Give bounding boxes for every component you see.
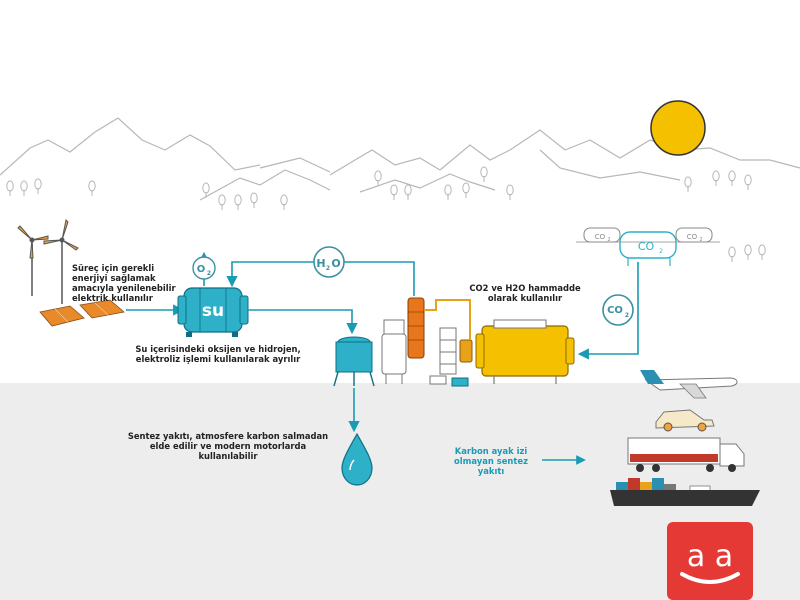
- o2-text: O: [197, 264, 206, 275]
- co2-tank-label: CO: [638, 240, 655, 253]
- label-energy: Süreç için gerekli enerjiyi sağlamak ama…: [72, 263, 176, 303]
- label-electrolysis: Su içerisindeki oksijen ve hidrojen, ele…: [135, 344, 301, 364]
- co2-circle-sub: 2: [625, 312, 629, 319]
- label-raw-material: CO2 ve H2O hammadde olarak kullanılır: [469, 283, 581, 303]
- solar-panel-icon: [39, 299, 125, 327]
- car-icon: [655, 409, 715, 432]
- co2-circle-text: CO: [607, 305, 623, 316]
- ship-icon: [610, 478, 760, 506]
- water-tank: [177, 287, 249, 337]
- wind-turbine-icon: [17, 218, 79, 304]
- o2-circle: [192, 256, 216, 280]
- fuel-synthesis-tank: [475, 319, 575, 384]
- label-carbon-free: Karbon ayak izi olmayan sentez yakıtı: [454, 446, 528, 476]
- label-synthetic-fuel: Sentez yakıtı, atmosfere karbon salmadan…: [127, 431, 329, 461]
- h2o-h: H: [316, 257, 325, 270]
- logo-text: a a: [687, 539, 733, 574]
- airplane-icon: [640, 370, 738, 399]
- h2o-circle: [313, 246, 345, 278]
- co2-small-left: CO: [595, 233, 606, 241]
- water-drop-icon: [341, 432, 373, 486]
- brand-logo: [667, 522, 753, 600]
- co2-tank-sub: 2: [659, 248, 663, 255]
- tank-label: su: [202, 301, 224, 321]
- h2o-o: O: [331, 257, 340, 270]
- flow-arrow-co2: [577, 262, 639, 360]
- electrolysis-unit: [333, 336, 375, 387]
- co2-small-right: CO: [687, 233, 698, 241]
- h2o-sub: 2: [326, 265, 330, 272]
- truck-icon: [627, 437, 745, 472]
- mountain-range: [0, 117, 800, 201]
- co2-small-left-sub: 2: [607, 237, 610, 243]
- sun-icon: [650, 100, 706, 156]
- o2-sub: 2: [207, 270, 211, 277]
- co2-circle: [602, 294, 634, 326]
- co2-small-right-sub: 2: [699, 237, 702, 243]
- tree-row: [6, 166, 766, 262]
- flow-arrow-to-reactor: [248, 309, 358, 335]
- co2-storage: [576, 227, 720, 266]
- processing-plant: [381, 319, 469, 387]
- distillation-column: [407, 297, 473, 363]
